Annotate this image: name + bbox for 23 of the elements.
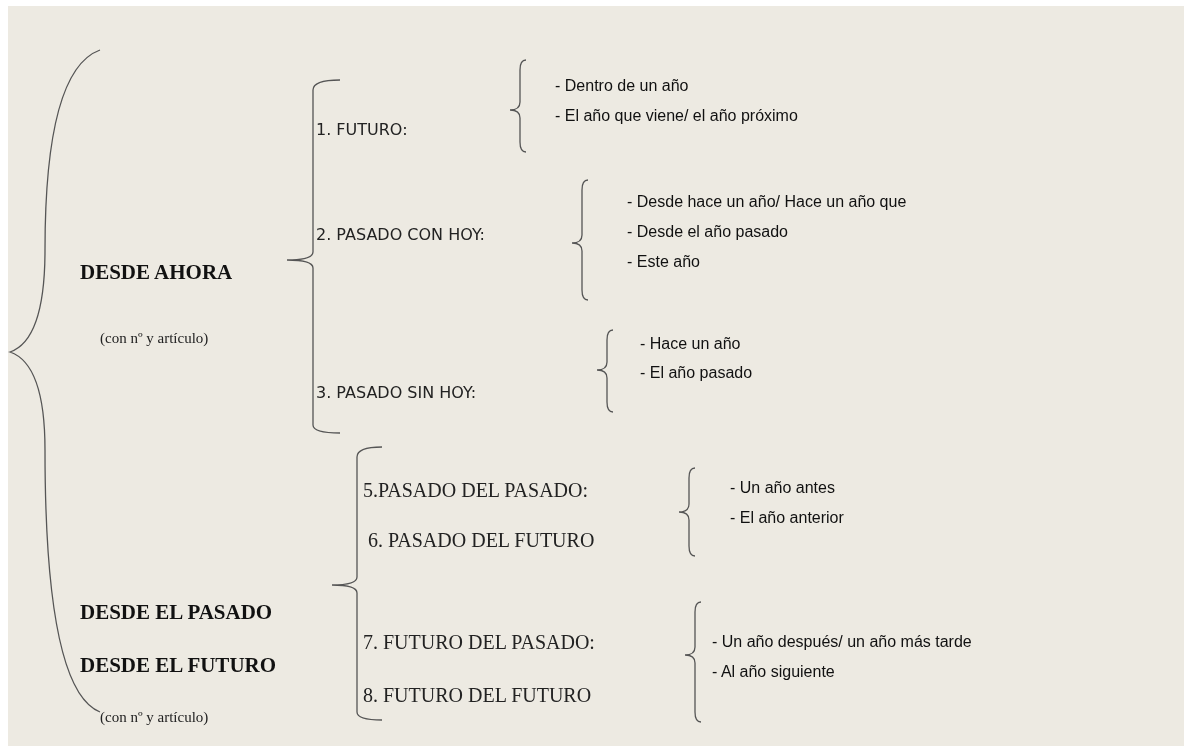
heading: DESDE EL PASADO — [80, 598, 273, 626]
list-item: - Hace un año — [640, 334, 741, 354]
category-label: 8. FUTURO DEL FUTURO — [363, 682, 592, 708]
category-label: 1. FUTURO: — [316, 120, 408, 140]
list-item: - Desde hace un año/ Hace un año que — [627, 192, 907, 212]
list-item: - Dentro de un año — [555, 76, 689, 96]
note: (con nº y artículo) — [100, 707, 209, 727]
list-item: - Este año — [627, 252, 700, 272]
list-item: - El año pasado — [640, 363, 753, 383]
category-label: 7. FUTURO DEL PASADO: — [363, 629, 595, 655]
list-item: - Desde el año pasado — [627, 222, 788, 242]
note: (con nº y artículo) — [100, 328, 209, 348]
list-item: - El año que viene/ el año próximo — [555, 106, 798, 126]
list-item: - Un año antes — [730, 478, 835, 498]
list-item: - Un año después/ un año más tarde — [712, 632, 972, 652]
heading: DESDE EL FUTURO — [80, 651, 277, 679]
list-item: - El año anterior — [730, 508, 844, 528]
category-label: 3. PASADO SIN HOY: — [316, 383, 477, 403]
category-label: 2. PASADO CON HOY: — [316, 225, 485, 245]
category-label: 5.PASADO DEL PASADO: — [363, 477, 589, 503]
category-label: 6. PASADO DEL FUTURO — [368, 527, 595, 553]
list-item: - Al año siguiente — [712, 662, 835, 682]
heading: DESDE AHORA — [80, 258, 233, 286]
